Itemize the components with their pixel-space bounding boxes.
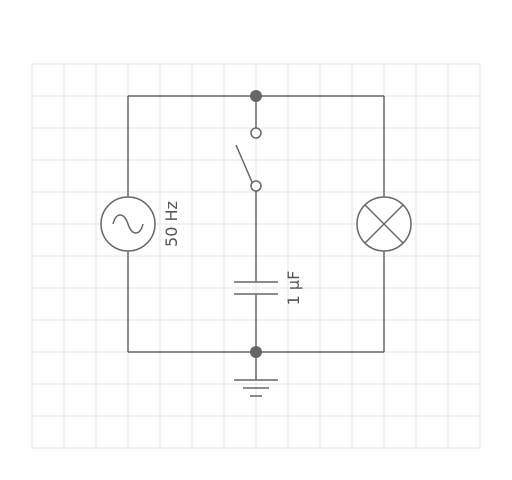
capacitor-icon [234, 281, 278, 295]
lamp-icon [356, 196, 412, 252]
junction-dot-bottom [250, 346, 262, 358]
ground-icon [234, 379, 278, 397]
ac-source-label: 50 Hz [162, 201, 181, 247]
switch-icon [235, 127, 262, 192]
ac-source-icon [100, 196, 156, 252]
junction-dot-top [250, 90, 262, 102]
capacitor-label: 1 µF [284, 271, 303, 306]
